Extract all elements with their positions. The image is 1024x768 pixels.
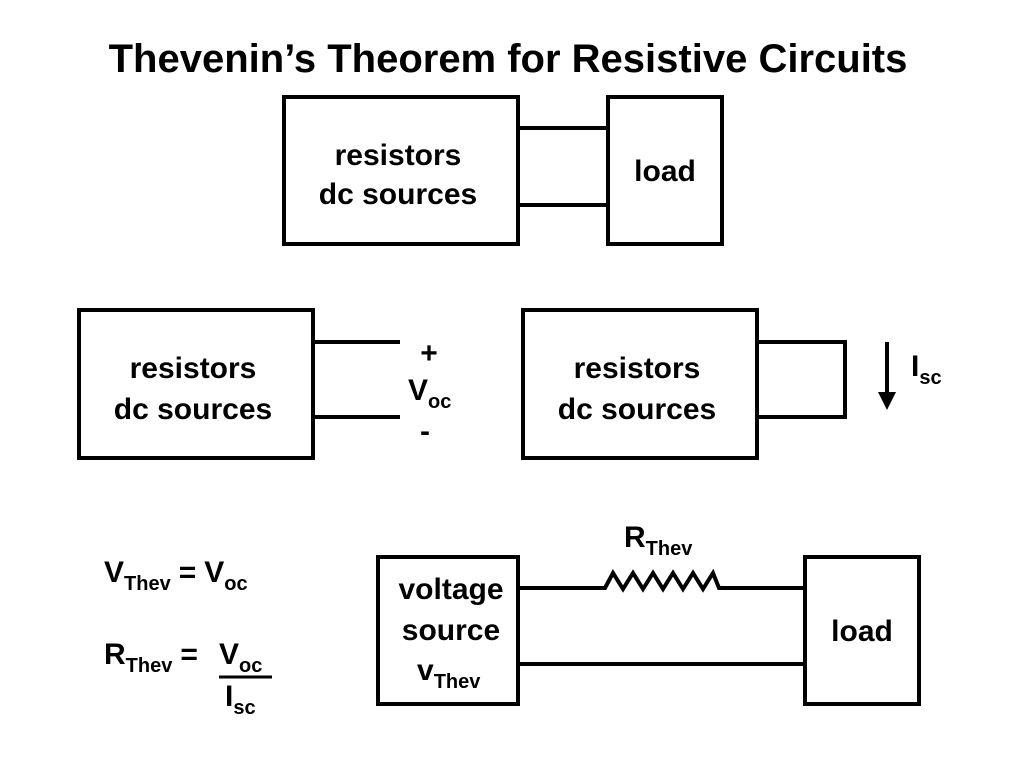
resistor-rthev	[518, 568, 805, 593]
top-load-label: load	[634, 155, 696, 188]
voltage-source-label-3: vThev	[417, 654, 481, 693]
equations: VThev=Voc RThev= Voc Isc	[104, 556, 272, 719]
sc-network-box	[521, 308, 759, 460]
sc-short-wire	[757, 340, 847, 419]
equation-vthev: VThev=Voc	[104, 556, 248, 595]
top-network-label-1: resistors	[335, 139, 462, 172]
sc-current-arrow-head	[878, 392, 896, 410]
resistor-label: RThev	[624, 521, 693, 560]
voltage-source-label-1: voltage	[398, 573, 503, 606]
top-network-box	[282, 95, 520, 246]
oc-network-label-2: dc sources	[114, 393, 272, 426]
oc-network-label-1: resistors	[130, 352, 257, 385]
equation-rthev-numerator: Voc	[219, 638, 262, 677]
short-circuit: resistors dc sources Isc	[521, 308, 942, 460]
top-circuit: resistors dc sources load	[282, 95, 724, 246]
top-network-label-2: dc sources	[319, 178, 477, 211]
equation-rthev-denominator: Isc	[225, 680, 256, 719]
oc-network-box	[77, 308, 315, 460]
voltage-source-label-2: source	[402, 614, 500, 647]
equivalent-load-box	[803, 555, 921, 706]
sc-network-label-2: dc sources	[558, 393, 716, 426]
thevenin-equivalent: RThev voltage source vThev load	[376, 521, 921, 706]
oc-plus-sign: +	[420, 337, 438, 370]
page-title: Thevenin’s Theorem for Resistive Circuit…	[109, 37, 908, 81]
sc-network-label-1: resistors	[574, 352, 701, 385]
oc-minus-sign: -	[420, 415, 430, 448]
open-circuit: resistors dc sources + Voc -	[77, 308, 451, 460]
top-load-box	[606, 95, 724, 246]
sc-current-label: Isc	[911, 350, 942, 389]
equation-rthev-lhs: RThev=	[104, 638, 198, 677]
voltage-source-box	[376, 555, 520, 706]
oc-voltage-label: Voc	[408, 374, 451, 413]
equivalent-load-label: load	[831, 615, 893, 648]
